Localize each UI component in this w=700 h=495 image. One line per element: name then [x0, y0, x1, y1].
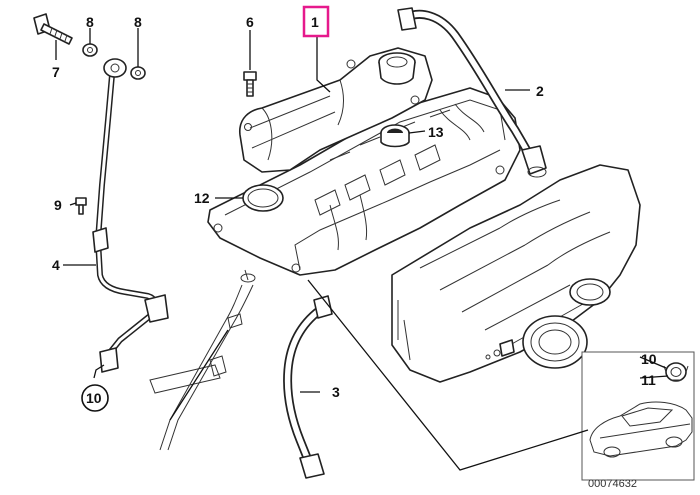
callout-8b[interactable]: 8: [134, 14, 142, 30]
hollow-bolt-7: [33, 13, 73, 45]
vehicle-silhouette: [589, 401, 693, 458]
callout-4[interactable]: 4: [52, 257, 60, 273]
vent-pipe-3: [283, 295, 333, 479]
intake-manifold: [391, 164, 641, 383]
seal-ring-8a: [82, 43, 98, 57]
grommet-13: [380, 124, 410, 148]
hose-clamp-10-11: [663, 362, 689, 382]
dipstick-guide: [149, 269, 256, 451]
callout-11[interactable]: 11: [641, 372, 656, 388]
seal-ring-8b: [130, 66, 146, 80]
oil-return-pipe-4: [92, 58, 169, 373]
callout-10a[interactable]: 10: [86, 390, 102, 406]
callouts: 1 2 3 4 6 7 8 8 9 10 10 11 12 13 0007463…: [52, 5, 657, 490]
callout-7[interactable]: 7: [52, 64, 60, 80]
callout-2[interactable]: 2: [536, 83, 544, 99]
callout-6[interactable]: 6: [246, 14, 254, 30]
vent-hose-2: [397, 7, 547, 178]
callout-1[interactable]: 1: [311, 14, 319, 30]
callout-13[interactable]: 13: [428, 124, 444, 140]
callout-10b[interactable]: 10: [641, 351, 657, 367]
leader-lines: [55, 28, 669, 471]
inset-box: [581, 351, 695, 481]
screw-9: [75, 197, 87, 215]
callout-9[interactable]: 9: [54, 197, 62, 213]
reference-number: 00074632: [588, 478, 637, 490]
sealing-ring-12: [242, 184, 284, 212]
callout-12[interactable]: 12: [194, 190, 210, 206]
callout-1-highlight: [302, 5, 330, 38]
callout-8a[interactable]: 8: [86, 14, 94, 30]
pressure-control-valve-1: [239, 47, 433, 173]
cylinder-head-cover: [207, 87, 521, 276]
callout-10-circle: [81, 384, 109, 412]
bolt-6: [243, 71, 257, 97]
callout-3[interactable]: 3: [332, 384, 340, 400]
